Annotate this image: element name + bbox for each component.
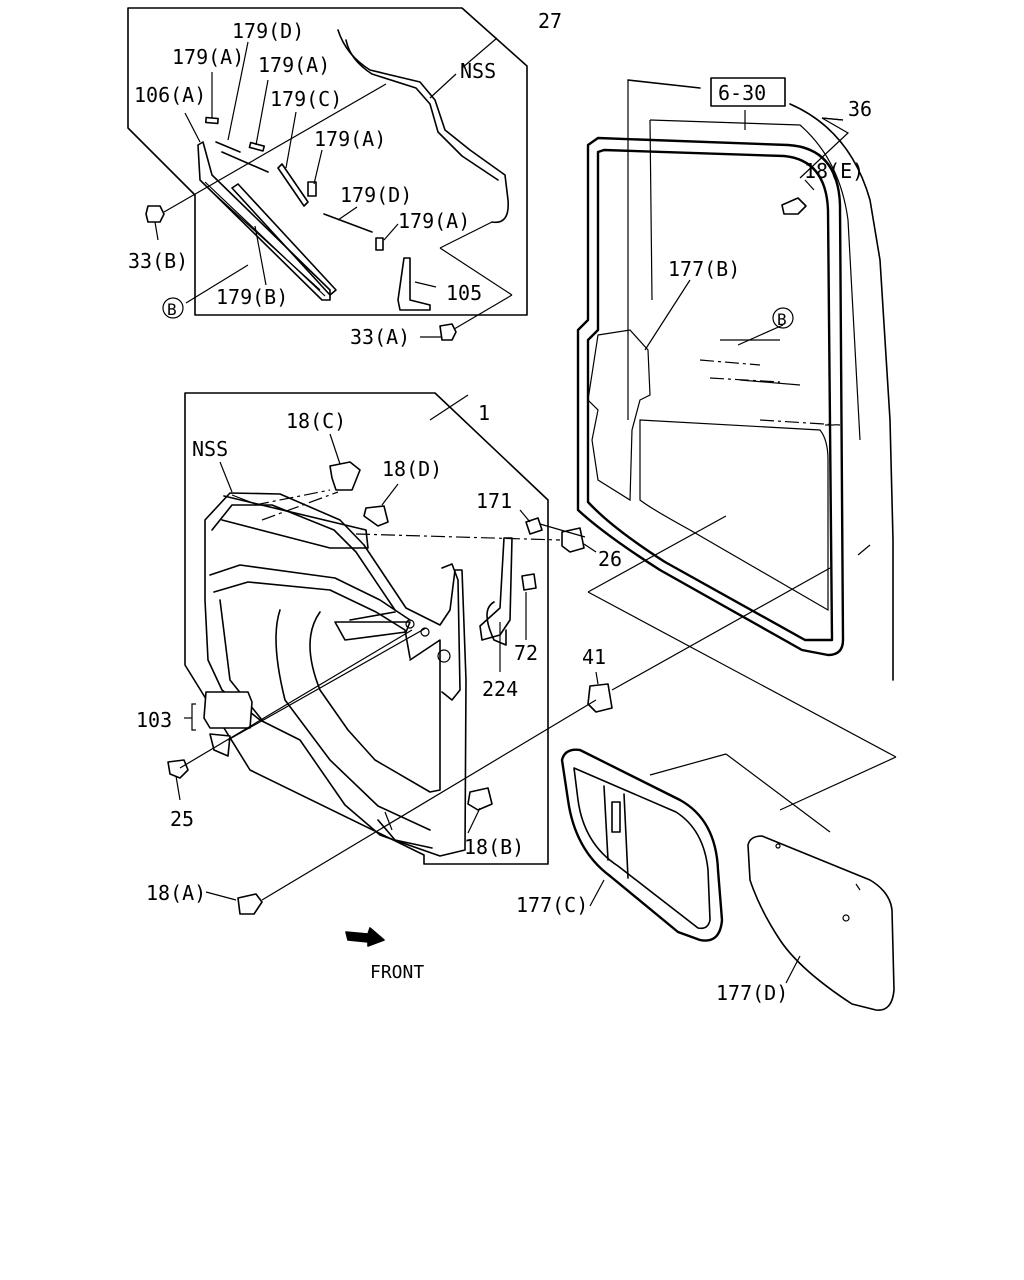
clip-18d-icon (363, 505, 389, 527)
inset-27 (127, 7, 528, 341)
callout-179b: 179(B) (216, 285, 288, 309)
callout-18c: 18(C) (286, 409, 346, 433)
callout-26: 26 (598, 547, 622, 571)
callout-b-2: B (777, 310, 787, 329)
clip-41-icon (587, 683, 613, 713)
callout-179d-1: 179(D) (232, 19, 304, 43)
callout-179a-4: 179(A) (398, 209, 470, 233)
panel-177d (747, 835, 895, 1011)
callout-18d: 18(D) (382, 457, 442, 481)
clip-18e-icon (781, 197, 807, 215)
inset-1-border (184, 392, 549, 865)
callout-18a: 18(A) (146, 881, 206, 905)
callout-nss-2: NSS (192, 437, 228, 461)
clip-33b-icon (145, 205, 165, 223)
callout-179a-3: 179(A) (314, 127, 386, 151)
screw-72-icon (521, 573, 537, 591)
clip-26-icon (561, 527, 585, 553)
callout-179c: 179(C) (270, 87, 342, 111)
callout-6-30: 6-30 (718, 81, 766, 105)
callout-33b: 33(B) (128, 249, 188, 273)
callout-18b: 18(B) (464, 835, 524, 859)
callout-177c: 177(C) (516, 893, 588, 917)
callout-106a: 106(A) (134, 83, 206, 107)
callout-171: 171 (476, 489, 512, 513)
callout-179d-2: 179(D) (340, 183, 412, 207)
callout-18e: 18(E) (804, 159, 864, 183)
ref-b-circle-2 (772, 307, 794, 329)
callout-27: 27 (538, 9, 562, 33)
callout-103: 103 (136, 708, 172, 732)
callout-labels: 27 179(D) 179(A) 179(A) NSS 106(A) 179(C… (128, 9, 872, 1005)
callout-179a-1: 179(A) (172, 45, 244, 69)
callout-224: 224 (482, 677, 518, 701)
callout-b-1: B (167, 300, 177, 319)
screw-25-icon (167, 759, 189, 779)
clip-18a-icon (237, 893, 263, 915)
front-label: FRONT (370, 962, 424, 983)
callout-72: 72 (514, 641, 538, 665)
ref-box-6-30 (710, 77, 786, 107)
inset-1 (167, 392, 897, 915)
callout-33a: 33(A) (350, 325, 410, 349)
callout-177b: 177(B) (668, 257, 740, 281)
clip-33a-icon (439, 323, 457, 341)
ref-b-circle-1 (162, 297, 184, 319)
callout-105: 105 (446, 281, 482, 305)
callout-36: 36 (848, 97, 872, 121)
callout-nss-1: NSS (460, 59, 496, 83)
handle-103-icon (203, 691, 253, 729)
front-arrow-icon (345, 927, 385, 947)
callout-41: 41 (582, 645, 606, 669)
callout-25: 25 (170, 807, 194, 831)
door-6-30 (576, 77, 894, 681)
callout-177d: 177(D) (716, 981, 788, 1005)
callout-179a-2: 179(A) (258, 53, 330, 77)
callout-1: 1 (478, 401, 490, 425)
clip-18b-icon (467, 787, 493, 811)
window-frame-177c (560, 748, 724, 942)
clip-18c-icon (329, 461, 361, 491)
inset-27-border (127, 7, 528, 316)
